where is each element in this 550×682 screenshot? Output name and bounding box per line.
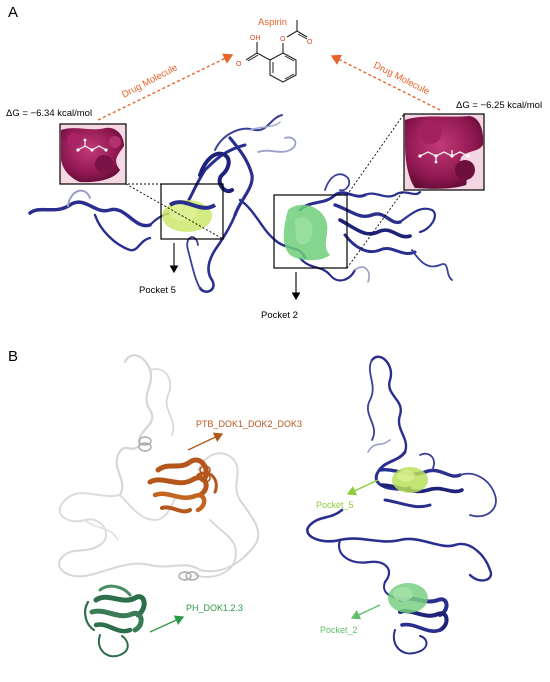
inset-right-binding-surface [403,113,485,191]
pocket-2-b-arrow [350,604,381,620]
pocket-5-b-label: Pocket_5 [316,500,354,510]
panel-a-letter: A [8,4,18,21]
delta-g-left: ΔG = −6.34 kcal/mol [6,108,92,119]
aspirin-structure: Aspirin OH O O O [236,17,313,83]
pocket-5-highlight [397,470,415,482]
drug-arrow-right [330,54,441,111]
atom-o2: O [280,36,286,43]
atom-o1: O [236,61,242,68]
pocket-5-box [60,183,224,240]
pocket-5-b-arrow [346,479,379,496]
ph-domain-label: PH_DOK1.2.3 [186,603,243,613]
protein-structure-domains [58,354,260,658]
ph-arrow [149,615,185,633]
ptb-domain-label: PTB_DOK1_DOK2_DOK3 [196,419,302,429]
atom-oh: OH [250,35,261,42]
inset-left-binding-surface [59,123,127,185]
ptb-arrow [187,432,224,451]
pocket-5-label: Pocket 5 [139,285,176,296]
drug-label-right: Drug Molecule [372,60,432,98]
pocket-2-label: Pocket 2 [261,310,298,321]
pocket-2-highlight [393,587,413,601]
delta-g-right: ΔG = −6.25 kcal/mol [456,100,542,111]
pocket-2-box [273,113,405,269]
pocket-2-b-label: Pocket_2 [320,625,358,635]
panel-b-letter: B [8,348,18,365]
atom-o3: O [307,39,313,46]
drug-arrow-left [97,53,234,121]
molecule-name: Aspirin [258,17,287,28]
